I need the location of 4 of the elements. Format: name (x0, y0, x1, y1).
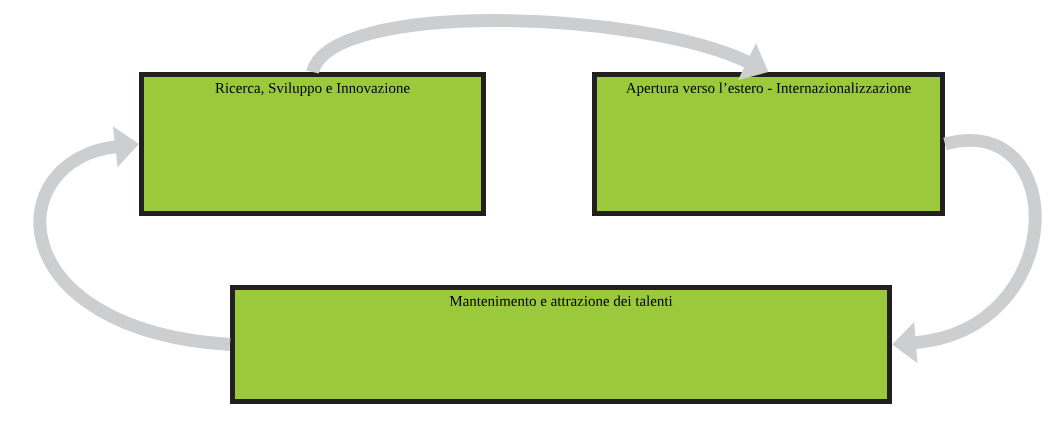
process-box: Ricerca, Sviluppo e Innovazione (139, 72, 486, 216)
process-box: Mantenimento e attrazione dei talenti (230, 285, 892, 404)
process-box: Apertura verso l’estero - Internazionalizzazione (592, 72, 945, 216)
curved-arrow (33, 126, 231, 351)
